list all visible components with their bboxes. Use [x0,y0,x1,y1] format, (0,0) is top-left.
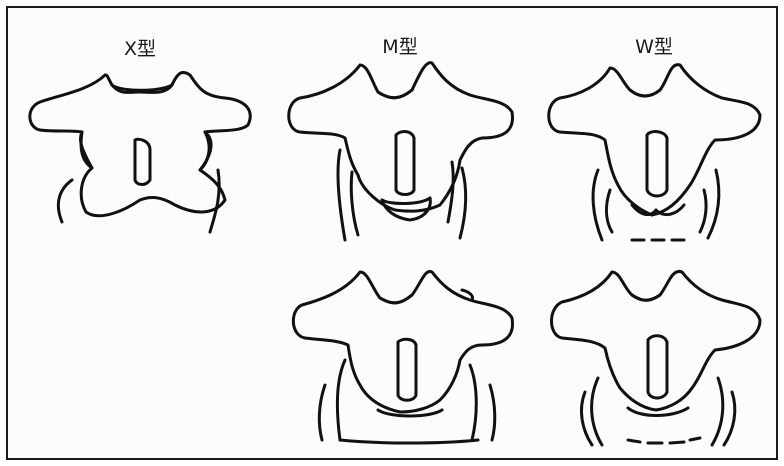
w-type-vertebra-bottom [0,0,784,466]
